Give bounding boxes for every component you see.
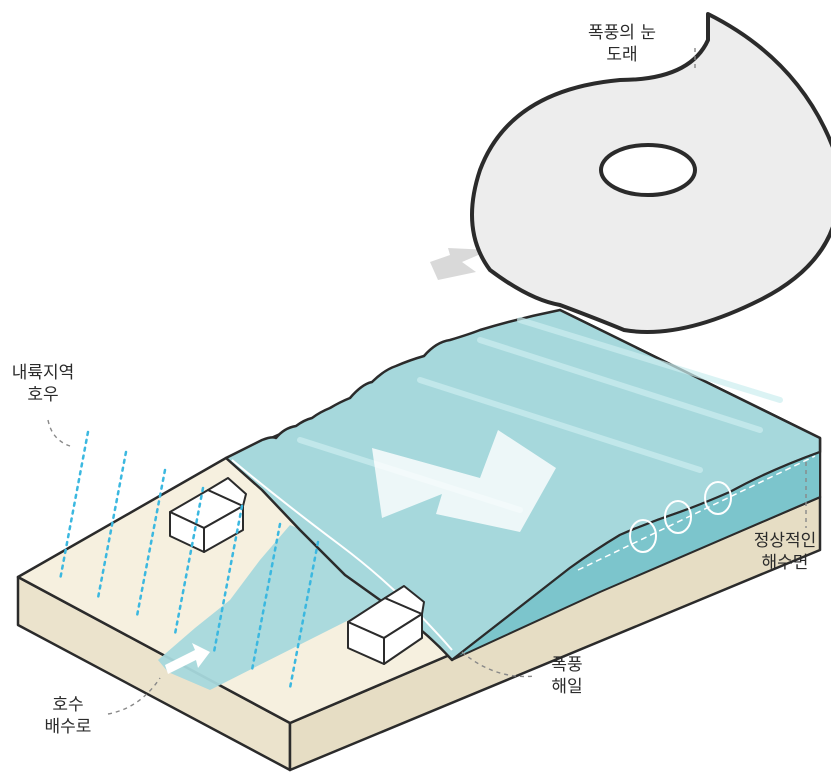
normal-sea-level-label: 정상적인 해수면: [742, 530, 828, 574]
storm-surge-label: 폭풍 해일: [537, 654, 597, 698]
lake-drainage-label: 호수 배수로: [28, 694, 108, 738]
storm-eye: [601, 145, 695, 195]
inland-rain-label: 내륙지역 호우: [0, 362, 86, 406]
storm-eye-label: 폭풍의 눈 도래: [588, 22, 656, 66]
